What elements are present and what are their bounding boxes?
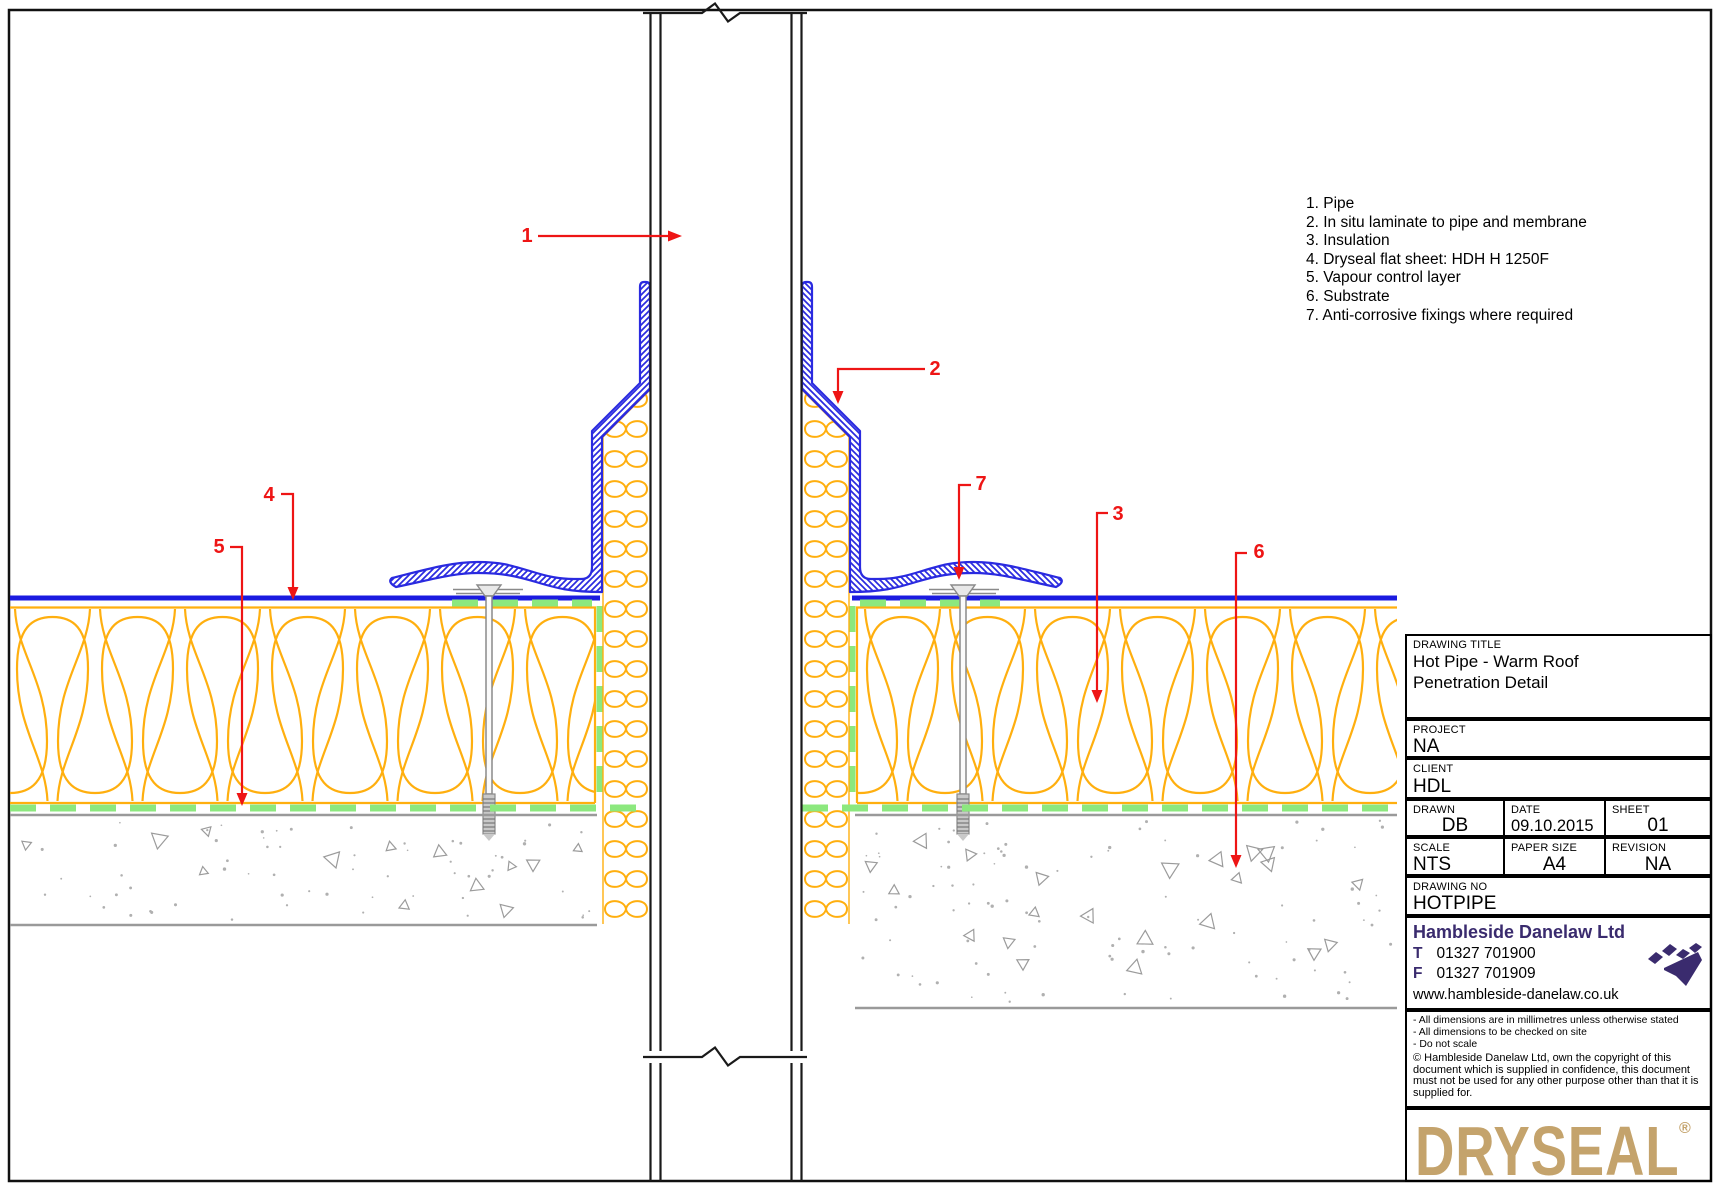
legend-item: 6. Substrate [1306,287,1390,305]
revision-value: NA [1644,854,1672,875]
drawn-value: DB [1441,815,1469,836]
dryseal-wordmark: DRYSEAL [1415,1112,1680,1190]
company-tel: T 01327 701900 [1413,945,1536,963]
client-label: CLIENT [1413,763,1454,775]
drawing-title-line2: Penetration Detail [1413,673,1549,692]
registered-trademark-icon: ® [1679,1120,1691,1137]
legend: 1. Pipe 2. In situ laminate to pipe and … [1306,195,1587,325]
insulation-slab-left [10,606,597,805]
company-fax: F 01327 701909 [1413,965,1536,983]
note-line: - All dimensions are in millimetres unle… [1413,1015,1679,1026]
legend-item: 5. Vapour control layer [1306,269,1461,287]
callout-4-label: 4 [263,484,275,506]
company-name: Hambleside Danelaw Ltd [1413,922,1626,942]
tel-number: 01327 701900 [1436,945,1536,962]
notes-lines: - All dimensions are in millimetres unle… [1413,1015,1679,1051]
legend-item: 7. Anti-corrosive fixings where required [1306,306,1574,324]
callout-6-label: 6 [1253,541,1265,563]
callout-leaders [230,234,1247,856]
project-value: NA [1413,736,1440,757]
substrate-left [10,813,597,927]
drawing-no-label: DRAWING NO [1413,881,1488,893]
project-label: PROJECT [1413,724,1466,736]
drawing-no-value: HOTPIPE [1413,893,1497,914]
laminate-band [389,280,652,594]
copyright-note: © Hambleside Danelaw Ltd, own the copyri… [1413,1052,1699,1099]
legend-item: 2. In situ laminate to pipe and membrane [1306,213,1587,231]
pipe-break-top [643,1,807,24]
paper-size-value: A4 [1542,854,1567,875]
title-block-company: Hambleside Danelaw Ltd T 01327 701900 F 01… [1405,916,1712,1010]
callout-2-label: 2 [929,358,941,380]
title-block-client: CLIENT HDL [1405,758,1712,799]
drawing-title-label: DRAWING TITLE [1413,639,1502,651]
sheet-value: 01 [1647,815,1669,836]
callout-5-label: 5 [213,536,225,558]
fax-number: 01327 701909 [1436,965,1536,982]
fax-label: F [1413,965,1423,982]
title-block-scale: SCALE NTS [1405,837,1505,876]
hambleside-logo-icon [1648,943,1702,986]
title-block-brand: DRYSEAL ® [1405,1108,1712,1186]
scale-label: SCALE [1413,842,1451,854]
note-line: - Do not scale [1413,1039,1478,1050]
legend-item: 3. Insulation [1306,232,1390,250]
title-block-drawing-title: DRAWING TITLE Hot Pipe - Warm Roof Penet… [1405,634,1712,719]
callout-7-label: 7 [975,473,987,495]
pipe-break-bottom [643,1045,807,1068]
title-block-sheet: SHEET 01 [1604,799,1712,837]
title-block-drawn: DRAWN DB [1405,799,1505,837]
company-website: www.hambleside-danelaw.co.uk [1413,987,1619,1003]
callout-arrowheads [236,230,1242,868]
drawn-label: DRAWN [1413,804,1456,816]
callout-1-label: 1 [521,225,533,247]
sheet-label: SHEET [1612,804,1650,816]
vcl-dashed-upper [452,599,1000,806]
anti-corrosive-fixing [453,584,523,841]
pipe-collar-and-laminate [389,280,652,925]
client-value: HDL [1413,776,1452,797]
legend-item: 4. Dryseal flat sheet: HDH H 1250F [1306,250,1549,268]
pipe [643,1,807,1181]
revision-label: REVISION [1612,842,1667,854]
callout-3-label: 3 [1112,503,1124,525]
paper-size-label: PAPER SIZE [1511,842,1577,854]
tel-label: T [1413,945,1423,962]
substrate-right [855,813,1397,1010]
date-value: 09.10.2015 [1511,817,1594,835]
note-line: - All dimensions to be checked on site [1413,1027,1587,1038]
title-block-paper-size: PAPER SIZE A4 [1503,837,1606,876]
title-block-revision: REVISION NA [1604,837,1712,876]
title-block-notes: - All dimensions are in millimetres unle… [1405,1010,1712,1108]
drawing-title-line1: Hot Pipe - Warm Roof [1413,652,1579,671]
scale-value: NTS [1413,854,1451,875]
insulation-slab-right [855,606,1397,805]
title-block-date: DATE 09.10.2015 [1503,799,1606,837]
legend-item: 1. Pipe [1306,195,1355,212]
title-block-drawing-no: DRAWING NO HOTPIPE [1405,876,1712,916]
title-block-project: PROJECT NA [1405,719,1712,758]
date-label: DATE [1511,804,1541,816]
sheet-border [7,8,1713,1183]
